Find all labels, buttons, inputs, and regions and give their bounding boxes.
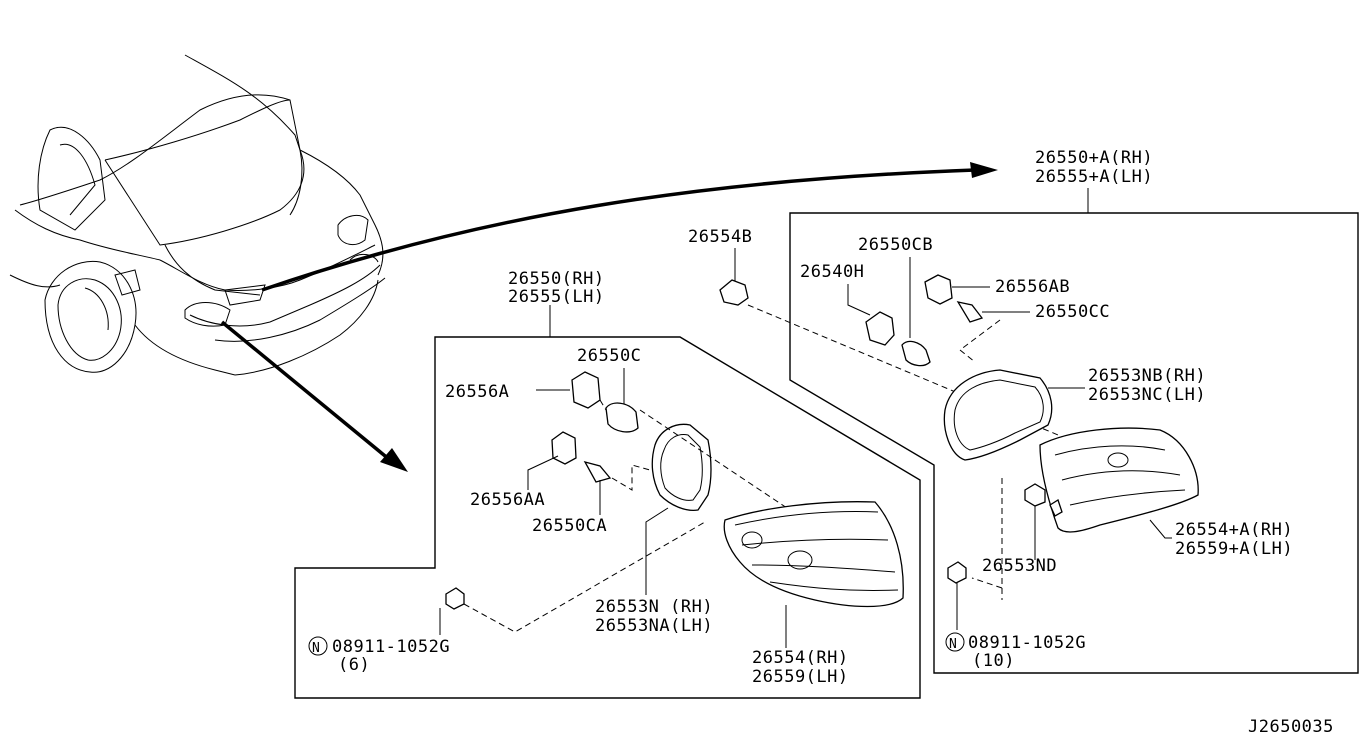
assembly-box-right xyxy=(789,212,1359,674)
label-nut-right: 08911-1052G xyxy=(968,633,1086,653)
lamp-26554a-detail-2 xyxy=(1061,470,1181,481)
label-26556a: 26556A xyxy=(445,382,509,402)
lamp-26554-socket-hole xyxy=(741,531,763,549)
assembly-box-left xyxy=(294,336,921,699)
dashline-26556a xyxy=(599,399,607,411)
label-26553nb: 26553NB(RH) xyxy=(1088,366,1206,386)
label-26550cc: 26550CC xyxy=(1035,302,1110,322)
lamp-26554-detail-4 xyxy=(769,581,899,592)
dashline-nut-left xyxy=(463,521,706,633)
label-assembly-right-rh: 26550+A(RH) xyxy=(1035,148,1153,168)
label-assembly-right-lh: 26555+A(LH) xyxy=(1035,167,1153,187)
arrow-head-outer xyxy=(380,448,408,472)
socket-26556aa xyxy=(551,431,577,465)
socket-26540h xyxy=(865,311,895,346)
bulb-26550cb xyxy=(901,340,931,367)
arrow-head-inner xyxy=(970,162,998,178)
leader-26553n xyxy=(645,507,669,595)
lamp-26554-bulb-hole xyxy=(787,550,813,570)
clip-26553nd xyxy=(1024,483,1046,507)
gasket-26553n-inner xyxy=(660,434,703,501)
label-26540h: 26540H xyxy=(800,262,864,282)
leader-26540h xyxy=(847,284,871,316)
label-26559: 26559(LH) xyxy=(752,667,849,687)
bulb-26550c xyxy=(605,402,639,433)
leader-26554a xyxy=(1149,519,1172,539)
dashline-26550ca xyxy=(611,464,651,491)
label-nut-right-qty: (10) xyxy=(972,651,1015,671)
label-26554a: 26554+A(RH) xyxy=(1175,520,1293,540)
stud-26553nd xyxy=(1049,499,1063,517)
label-26550cb: 26550CB xyxy=(858,235,933,255)
vehicle-rear-outline xyxy=(9,54,386,376)
label-26554: 26554(RH) xyxy=(752,648,849,668)
lamp-26554a xyxy=(1039,427,1199,533)
label-26559a: 26559+A(LH) xyxy=(1175,539,1293,559)
lamp-26554-detail-2 xyxy=(741,538,889,546)
n-symbol-right xyxy=(945,632,965,652)
bulb-26550cc xyxy=(956,301,984,323)
dashline-26550cc xyxy=(959,319,1001,363)
dashline-left-main xyxy=(639,409,806,521)
label-26556ab: 26556AB xyxy=(995,277,1070,297)
label-26554b: 26554B xyxy=(688,227,752,247)
label-26553n: 26553N (RH) xyxy=(595,597,713,617)
diagram-id-code: J2650035 xyxy=(1248,717,1334,736)
socket-26556a xyxy=(571,371,601,409)
label-nut-left: 08911-1052G xyxy=(332,637,450,657)
n-symbol-left-letter: N xyxy=(312,641,320,656)
label-nut-left-qty: (6) xyxy=(338,655,370,675)
socket-26556ab xyxy=(924,274,953,305)
label-26553nd: 26553ND xyxy=(982,556,1057,576)
label-assembly-left-rh: 26550(RH) xyxy=(508,269,605,289)
bulb-26550ca xyxy=(583,460,612,483)
n-symbol-left xyxy=(308,636,328,656)
label-26550ca: 26550CA xyxy=(532,516,607,536)
gasket-26553nb-inner xyxy=(953,379,1044,451)
lamp-26554-detail-3 xyxy=(751,564,896,573)
lamp-26554-detail-1 xyxy=(734,511,879,526)
nut-right xyxy=(947,561,967,584)
label-assembly-left-lh: 26555(LH) xyxy=(508,287,605,307)
label-26550c: 26550C xyxy=(577,346,641,366)
lamp-26554a-bulb-hole xyxy=(1107,452,1129,468)
label-26553nc: 26553NC(LH) xyxy=(1088,385,1206,405)
grommet-26554b xyxy=(719,279,749,306)
nut-left xyxy=(445,587,465,610)
lamp-26554 xyxy=(723,501,904,608)
label-26556aa: 26556AA xyxy=(470,490,545,510)
arrow-to-outer-lamp xyxy=(220,320,392,462)
leader-26556aa xyxy=(527,455,559,490)
label-26553na: 26553NA(LH) xyxy=(595,616,713,636)
gasket-26553nb xyxy=(943,369,1053,461)
n-symbol-right-letter: N xyxy=(949,637,957,652)
gasket-26553n xyxy=(651,423,712,511)
arrow-to-inner-lamp xyxy=(261,168,976,292)
lamp-26554a-detail-1 xyxy=(1054,445,1166,456)
lamp-26554a-detail-3 xyxy=(1069,489,1186,506)
